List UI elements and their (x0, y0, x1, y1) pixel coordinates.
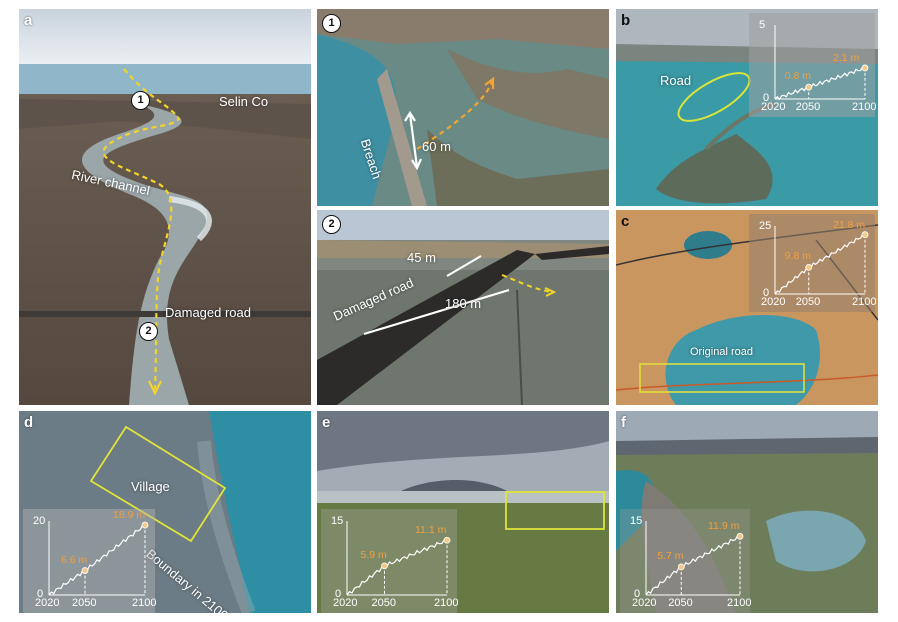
point-2100 (736, 532, 744, 540)
x-tick-2020: 2020 (333, 597, 358, 609)
chart-f-svg (645, 521, 744, 596)
panel-f-letter: f (621, 414, 626, 431)
breach-width-label: 60 m (422, 139, 451, 154)
road-label: Road (660, 73, 692, 88)
chart-b-svg (774, 25, 869, 101)
panel-c-letter: c (621, 213, 630, 230)
chart-d-svg (48, 521, 149, 596)
value-2050-label: 5.7 m (657, 549, 684, 562)
y-tick-max: 5 (759, 19, 766, 31)
x-tick-2050: 2050 (668, 597, 693, 609)
series-line (645, 535, 741, 596)
point-2100 (141, 521, 149, 529)
series-line (346, 538, 448, 596)
value-2100-label: 2.1 m (833, 51, 860, 64)
panel-e-photo (317, 411, 609, 613)
y-tick-min: 0 (763, 92, 770, 104)
panel-f-photo (616, 411, 878, 613)
value-2050-label: 5.9 m (360, 548, 387, 561)
value-2100-label: 18.9 m (113, 509, 146, 522)
marker-1: 1 (131, 91, 150, 110)
chart-c-svg (774, 226, 869, 295)
y-tick-max: 15 (630, 515, 643, 527)
panel-d-letter: d (24, 414, 34, 431)
value-2100-label: 11.9 m (708, 520, 740, 533)
point-2100 (443, 536, 451, 544)
series-line (48, 524, 145, 596)
y-tick-min: 0 (37, 588, 44, 600)
original-road-label: Original road (690, 346, 753, 358)
x-tick-2100: 2100 (434, 597, 459, 609)
gap-short-label: 45 m (407, 250, 436, 265)
x-tick-2050: 2050 (795, 101, 821, 113)
marker-2-inset: 2 (322, 215, 341, 234)
panel-a-letter: a (24, 12, 33, 29)
damaged-road-label: Damaged road (165, 305, 251, 320)
value-2050-label: 9.8 m (784, 250, 812, 263)
point-2100 (861, 64, 869, 72)
point-2100 (861, 231, 869, 239)
point-2050 (677, 563, 685, 571)
y-tick-max: 15 (331, 515, 344, 527)
point-2050 (81, 567, 89, 574)
panel-a2: 2 45 m 180 m Damaged road (317, 210, 609, 405)
x-tick-2100: 2100 (727, 597, 752, 609)
lake-name-label: Selin Co (219, 94, 269, 109)
value-2050-label: 0.8 m (784, 70, 812, 83)
y-tick-max: 25 (759, 220, 772, 232)
panel-e-letter: e (322, 414, 331, 431)
point-2050 (805, 263, 813, 271)
chart-e-svg (346, 521, 451, 596)
series-line (774, 233, 866, 295)
x-tick-2100: 2100 (852, 296, 877, 308)
panel-a-photo (19, 9, 311, 405)
panel-a1-photo (317, 9, 609, 206)
value-2050-label: 6.6 m (61, 553, 88, 566)
y-tick-min: 0 (634, 588, 641, 600)
x-tick-2020: 2020 (761, 101, 786, 113)
panel-b-letter: b (621, 12, 631, 29)
point-2050 (381, 562, 388, 570)
y-tick-max: 20 (33, 515, 46, 527)
x-tick-2020: 2020 (35, 597, 60, 609)
marker-1-inset: 1 (322, 14, 341, 33)
panel-a1: 1 Breach 60 m (317, 9, 609, 206)
panel-a: a Selin Co River channel Damaged road 1 … (19, 9, 311, 405)
x-tick-2050: 2050 (371, 597, 396, 609)
point-2050 (805, 83, 813, 91)
x-tick-2050: 2050 (72, 597, 97, 609)
panel-a2-photo (317, 210, 609, 405)
series-line (774, 66, 866, 101)
x-tick-2100: 2100 (132, 597, 157, 609)
x-tick-2020: 2020 (632, 597, 657, 609)
value-2100-label: 21.8 m (833, 218, 866, 231)
gap-long-label: 180 m (445, 296, 482, 311)
y-tick-min: 0 (763, 287, 770, 299)
value-2100-label: 11.1 m (415, 524, 447, 537)
village-label: Village (131, 479, 170, 494)
x-tick-2100: 2100 (852, 101, 877, 113)
x-tick-2020: 2020 (761, 296, 786, 308)
panel-d-photo (19, 411, 311, 613)
marker-2: 2 (139, 322, 158, 341)
x-tick-2050: 2050 (795, 296, 821, 308)
y-tick-min: 0 (335, 588, 342, 600)
